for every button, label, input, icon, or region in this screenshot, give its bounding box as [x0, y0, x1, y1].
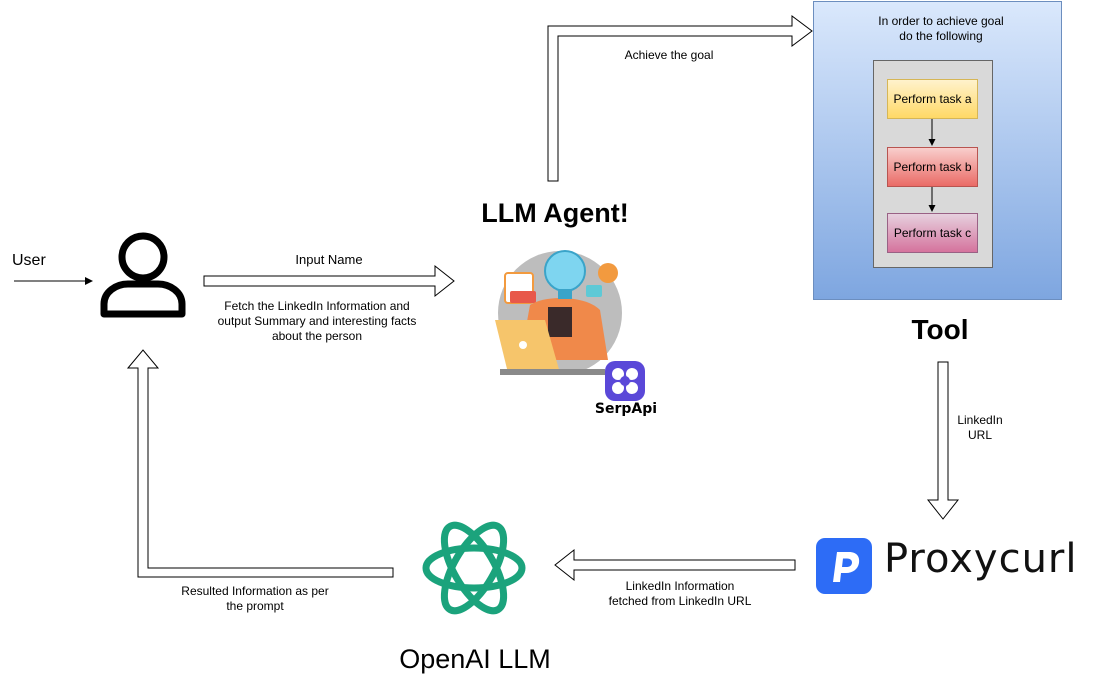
proxycurl-logo-icon	[816, 538, 872, 594]
fetch-description: Fetch the LinkedIn Information and outpu…	[217, 299, 417, 343]
linkedin-info-label: LinkedIn Information fetched from Linked…	[608, 579, 752, 608]
user-label: User	[12, 252, 46, 269]
task-c: Perform task c	[887, 213, 978, 253]
task-a: Perform task a	[887, 79, 978, 119]
serpapi-logo-icon	[605, 361, 645, 401]
serpapi-label: SerpApi	[594, 401, 658, 417]
user-icon	[100, 232, 186, 318]
linkedin-url-label: LinkedIn URL	[957, 413, 1003, 442]
goal-panel-title: In order to achieve goal do the followin…	[878, 14, 1004, 43]
tool-label: Tool	[911, 314, 969, 345]
resulted-info-label: Resulted Information as per the prompt	[181, 584, 329, 613]
llm-agent-illustration	[495, 250, 622, 375]
proxycurl-label: Proxycurl	[884, 536, 1078, 582]
openai-label: OpenAI LLM	[399, 644, 551, 674]
input-name-label: Input Name	[295, 252, 363, 267]
achieve-goal-arrow	[547, 15, 813, 182]
linkedin-url-arrow	[926, 361, 960, 520]
linkedin-info-arrow	[554, 548, 796, 582]
result-arrow	[126, 349, 394, 578]
llm-agent-title: LLM Agent!	[481, 198, 629, 228]
achieve-goal-label: Achieve the goal	[624, 48, 714, 62]
task-b: Perform task b	[887, 147, 978, 187]
input-name-arrow	[203, 264, 455, 298]
openai-logo-icon	[422, 521, 526, 615]
